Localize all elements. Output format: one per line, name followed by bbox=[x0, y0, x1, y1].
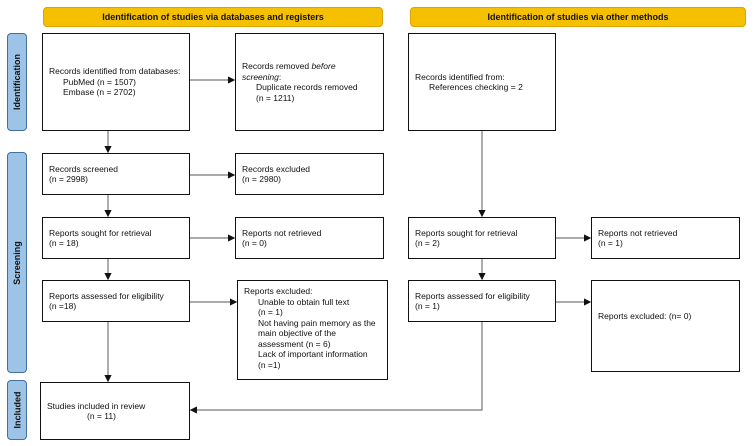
box-count: (n = 2998) bbox=[49, 174, 88, 184]
box-title: Records excluded bbox=[242, 163, 311, 174]
header-other-methods: Identification of studies via other meth… bbox=[410, 7, 746, 27]
box-title: Reports assessed for eligibility bbox=[415, 290, 530, 301]
box-line: Duplicate records removed bbox=[256, 82, 358, 92]
box-records-identified-databases: Records identified from databases: PubMe… bbox=[42, 33, 190, 131]
box-line: (n = 1211) bbox=[256, 92, 295, 103]
phase-label: Identification bbox=[12, 54, 22, 110]
box-title: Reports excluded: (n= 0) bbox=[598, 311, 692, 321]
box-reports-excluded-other: Reports excluded: (n= 0) bbox=[591, 280, 740, 372]
phase-label: Included bbox=[12, 391, 23, 429]
box-line: Lack of important information bbox=[258, 349, 368, 359]
box-count: (n = 2980) bbox=[242, 174, 281, 184]
box-title: Records identified from databases: bbox=[49, 66, 181, 77]
box-line: PubMed (n = 1507) bbox=[63, 76, 137, 87]
box-count: (n = 11) bbox=[87, 411, 116, 421]
box-title: Reports sought for retrieval bbox=[49, 227, 152, 238]
box-reports-assessed-other: Reports assessed for eligibility(n = 1) bbox=[408, 280, 556, 322]
phase-identification: Identification bbox=[7, 33, 27, 131]
box-title: Reports excluded: bbox=[244, 286, 313, 296]
box-line: References checking = 2 bbox=[429, 82, 523, 92]
box-title: Studies included in review bbox=[47, 400, 146, 411]
box-reports-not-retrieved-other: Reports not retrieved(n = 1) bbox=[591, 217, 740, 259]
box-records-identified-other: Records identified from: References chec… bbox=[408, 33, 556, 131]
box-reports-not-retrieved: Reports not retrieved(n = 0) bbox=[235, 217, 384, 259]
box-line: Not having pain memory as the main objec… bbox=[258, 317, 376, 349]
box-title: Records identified from: bbox=[415, 71, 505, 82]
box-studies-included: Studies included in review(n = 11) bbox=[40, 382, 190, 440]
box-title: Reports not retrieved bbox=[598, 227, 678, 238]
phase-screening: Screening bbox=[7, 152, 27, 373]
box-count: (n = 0) bbox=[242, 238, 267, 248]
box-reports-assessed: Reports assessed for eligibility(n =18) bbox=[42, 280, 190, 322]
arrow bbox=[189, 322, 483, 414]
box-records-excluded: Records excluded(n = 2980) bbox=[235, 153, 384, 195]
box-line: (n =1) bbox=[258, 359, 281, 370]
box-title: Reports not retrieved bbox=[242, 227, 322, 238]
box-line: Unable to obtain full text bbox=[258, 296, 350, 307]
box-reports-sought: Reports sought for retrieval(n = 18) bbox=[42, 217, 190, 259]
box-count: (n = 18) bbox=[49, 238, 79, 248]
box-title: Records removed before screening: bbox=[242, 61, 336, 82]
box-reports-sought-other: Reports sought for retrieval(n = 2) bbox=[408, 217, 556, 259]
box-records-removed: Records removed before screening: Duplic… bbox=[235, 33, 384, 131]
box-line: Embase (n = 2702) bbox=[63, 87, 136, 98]
box-records-screened: Records screened(n = 2998) bbox=[42, 153, 190, 195]
header-databases: Identification of studies via databases … bbox=[43, 7, 383, 27]
box-title: Reports assessed for eligibility bbox=[49, 290, 164, 301]
box-count: (n = 2) bbox=[415, 238, 440, 248]
box-line: (n = 1) bbox=[258, 307, 283, 317]
box-title: Reports sought for retrieval bbox=[415, 227, 518, 238]
box-count: (n = 1) bbox=[415, 301, 440, 311]
phase-label: Screening bbox=[12, 240, 23, 285]
box-count: (n =18) bbox=[49, 301, 77, 311]
box-title: Records screened bbox=[49, 163, 118, 174]
phase-included: Included bbox=[7, 380, 27, 440]
box-reports-excluded: Reports excluded: Unable to obtain full … bbox=[237, 280, 388, 380]
box-count: (n = 1) bbox=[598, 238, 623, 248]
